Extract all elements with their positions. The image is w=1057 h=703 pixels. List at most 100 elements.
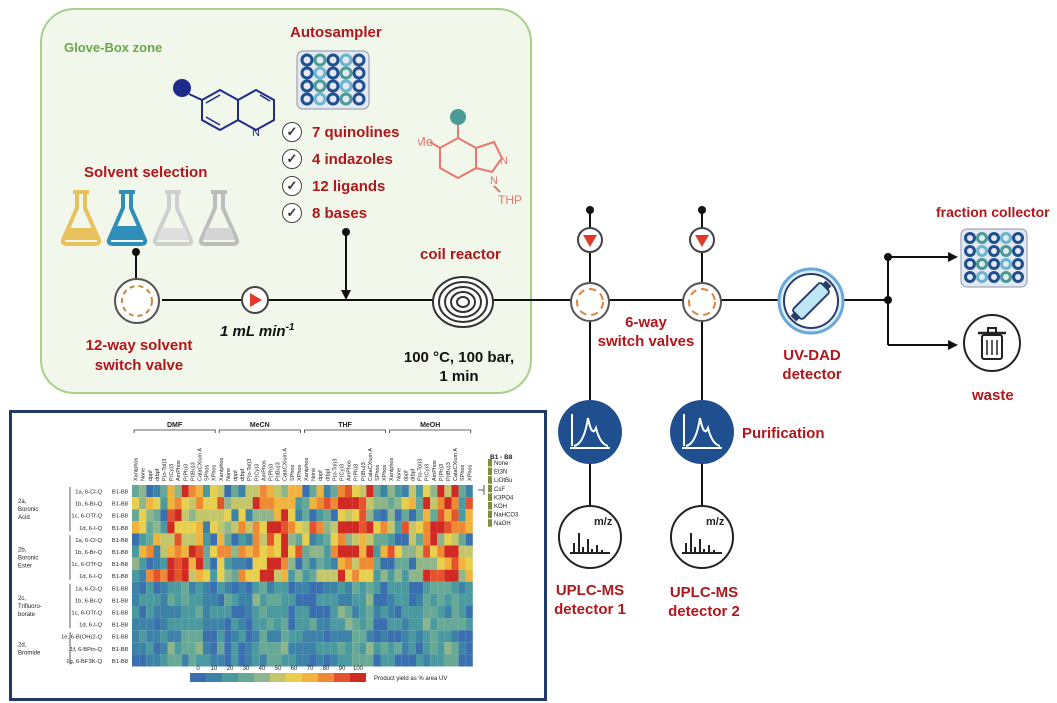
heatmap-cell	[174, 569, 182, 582]
heatmap-cell	[266, 642, 274, 655]
heatmap-cell	[352, 581, 360, 594]
well-icon	[326, 53, 340, 67]
uplc1-chromatogram-icon[interactable]	[556, 398, 624, 466]
heatmap-cell	[394, 618, 402, 631]
heatmap-cell	[274, 654, 282, 667]
well-icon	[988, 232, 1000, 244]
ligand-label: dppf	[148, 470, 154, 481]
indazole-me: Me	[418, 134, 433, 149]
ligand-label: P(o-Tol)3	[332, 459, 338, 481]
heatmap-cell	[465, 606, 473, 619]
heatmap-cell	[359, 606, 367, 619]
heatmap-cell	[380, 521, 388, 534]
heatmap-cell	[451, 593, 459, 606]
heatmap-cell	[430, 545, 438, 558]
heatmap-cell	[238, 654, 246, 667]
heatmap-cell	[266, 509, 274, 522]
heatmap-cell	[366, 545, 374, 558]
ligand-label: XPhos	[212, 465, 218, 481]
well-icon	[313, 53, 327, 67]
solvent-valve-icon[interactable]	[112, 276, 162, 326]
heatmap-cell	[359, 581, 367, 594]
heatmap-cell	[458, 557, 466, 570]
valve1-pump-icon[interactable]	[576, 226, 606, 256]
heatmap-cell	[380, 618, 388, 631]
heatmap-cell	[224, 654, 232, 667]
heatmap-cell	[416, 533, 424, 546]
waste-bin-icon[interactable]	[962, 313, 1022, 373]
heatmap-cell	[366, 618, 374, 631]
heatmap-cell	[245, 606, 253, 619]
scale-swatch	[286, 673, 302, 682]
heatmap-cell	[153, 485, 161, 498]
heatmap-cell	[274, 521, 282, 534]
heatmap-cell	[444, 581, 452, 594]
heatmap-cell	[330, 521, 338, 534]
heatmap-cell	[295, 497, 303, 510]
ms2-spectrum-icon[interactable]: m/z	[668, 503, 736, 571]
heatmap-cell	[337, 593, 345, 606]
row-label: 1a, 6-Cl-Q	[75, 586, 102, 592]
group-label: 2c,	[18, 596, 26, 602]
heatmap-cell	[458, 642, 466, 655]
heatmap-cell	[373, 630, 381, 643]
ms1-spectrum-icon[interactable]: m/z	[556, 503, 624, 571]
well-icon	[976, 271, 988, 283]
uplc2-chromatogram-icon[interactable]	[668, 398, 736, 466]
heatmap-cell	[465, 642, 473, 655]
fraction-collector-icon[interactable]	[960, 228, 1028, 288]
heatmap-cell	[238, 557, 246, 570]
group-label: 2d,	[18, 642, 27, 648]
heatmap-cell	[401, 642, 409, 655]
heatmap-cell	[231, 654, 239, 667]
heatmap-cell	[146, 509, 154, 522]
base-swatch	[488, 459, 492, 467]
row-label: 1b, 6-Br-Q	[75, 502, 103, 508]
group-label: borate	[18, 612, 36, 618]
heatmap-cell	[281, 642, 289, 655]
valve2-pump-icon[interactable]	[688, 226, 718, 256]
heatmap-cell	[380, 569, 388, 582]
heatmap-cell	[302, 642, 310, 655]
switch-valve-2-icon[interactable]	[680, 280, 724, 324]
heatmap-cell	[231, 569, 239, 582]
group-label: 2b,	[18, 548, 27, 554]
heatmap-cell	[380, 557, 388, 570]
heatmap-cell	[330, 593, 338, 606]
heatmap-cell	[274, 557, 282, 570]
heatmap-cell	[167, 533, 175, 546]
scale-swatch	[206, 673, 222, 682]
heatmap-cell	[330, 497, 338, 510]
coil-reactor-icon[interactable]	[428, 274, 498, 330]
heatmap-cell	[217, 509, 225, 522]
heatmap-cell	[458, 654, 466, 667]
heatmap-cell	[451, 545, 459, 558]
row-range: B1-B8	[112, 659, 128, 665]
heatmap-cell	[465, 521, 473, 534]
heatmap-cell	[416, 630, 424, 643]
heatmap-cell	[366, 606, 374, 619]
heatmap-cell	[430, 581, 438, 594]
heatmap-cell	[153, 521, 161, 534]
heatmap-cell	[323, 545, 331, 558]
heatmap-cell	[423, 581, 431, 594]
heatmap-cell	[366, 521, 374, 534]
scale-swatch	[302, 673, 318, 682]
ligand-label: P(o-Tol)3	[162, 459, 168, 481]
heatmap-cell	[359, 509, 367, 522]
uvdad-detector-icon[interactable]	[776, 266, 846, 336]
heatmap-cell	[380, 509, 388, 522]
heatmap-cell	[160, 618, 168, 631]
pump-icon[interactable]	[240, 285, 270, 315]
base-swatch	[488, 476, 492, 484]
scale-swatch	[238, 673, 254, 682]
heatmap-cell	[266, 497, 274, 510]
row-label: 1b, 6-Br-Q	[75, 550, 103, 556]
fraction-collector-label: fraction collector	[936, 204, 1050, 220]
row-label: 1f, 6-BPin-Q	[70, 647, 102, 653]
heatmap-cell	[203, 642, 211, 655]
heatmap-cell	[281, 521, 289, 534]
base-swatch	[488, 502, 492, 510]
switch-valve-1-icon[interactable]	[568, 280, 612, 324]
ligand-label: P(Cy)3	[425, 464, 431, 481]
